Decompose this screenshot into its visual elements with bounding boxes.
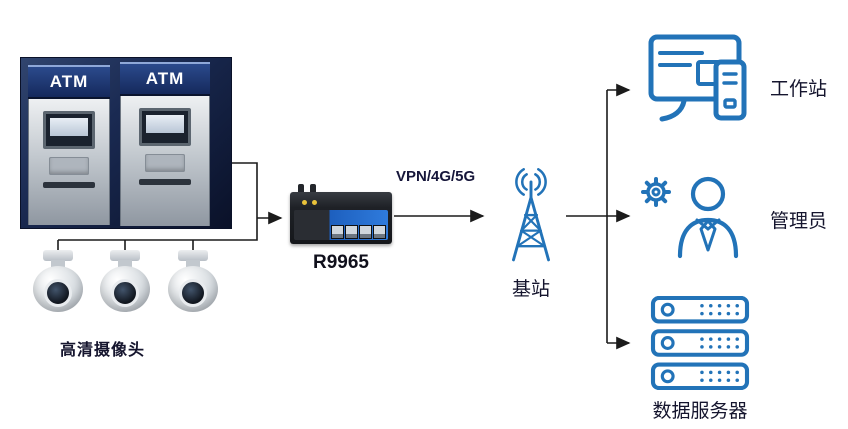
router-antenna xyxy=(310,184,316,196)
atm-body xyxy=(120,96,210,226)
cameras-label: 高清摄像头 xyxy=(60,342,146,359)
base-station-label: 基站 xyxy=(511,279,550,300)
router-label: R9965 xyxy=(313,252,369,273)
atm-sign-label: ATM xyxy=(145,69,185,88)
router-port xyxy=(359,225,372,239)
line-tower-to-branch xyxy=(566,90,608,343)
atm-keypad xyxy=(145,154,185,172)
base-station-icon xyxy=(512,168,550,262)
camera-neck xyxy=(186,260,200,267)
atm-screen-content xyxy=(146,115,184,133)
router-led xyxy=(302,200,307,205)
router-antenna xyxy=(298,184,304,196)
server-vent-dots xyxy=(700,304,739,382)
atm-cash-slot xyxy=(43,182,95,188)
gear-icon xyxy=(641,177,671,207)
camera-lens xyxy=(44,279,72,307)
atm-cash-slot xyxy=(139,179,191,185)
camera-mount xyxy=(43,250,73,261)
atm-machine: ATM xyxy=(120,62,210,226)
atm-machine: ATM xyxy=(28,65,110,225)
router-port xyxy=(331,225,344,239)
atm-keypad xyxy=(49,157,89,175)
admin-label: 管理员 xyxy=(770,211,828,232)
data-server-icon xyxy=(650,296,750,390)
router-led xyxy=(312,200,317,205)
atm-sign: ATM xyxy=(28,65,110,99)
wan-link-label: VPN/4G/5G xyxy=(396,168,476,185)
camera-icon xyxy=(165,250,221,316)
atm-sign: ATM xyxy=(120,62,210,96)
atm-photo: ATM ATM xyxy=(20,57,232,229)
atm-screen xyxy=(139,108,191,146)
admin-icon xyxy=(641,176,739,259)
atm-screen-content xyxy=(50,118,88,136)
camera-mount xyxy=(110,250,140,261)
camera-icon xyxy=(97,250,153,316)
workstation-label: 工作站 xyxy=(770,79,828,100)
camera-lens xyxy=(111,279,139,307)
router-port xyxy=(373,225,386,239)
camera-mount xyxy=(178,250,208,261)
camera-neck xyxy=(118,260,132,267)
atm-sign-label: ATM xyxy=(49,72,89,91)
router-device xyxy=(290,184,392,244)
camera-icon xyxy=(30,250,86,316)
data-server-label: 数据服务器 xyxy=(652,401,748,422)
line-atm-to-junction xyxy=(58,162,258,241)
router-port xyxy=(345,225,358,239)
atm-screen xyxy=(43,111,95,149)
atm-body xyxy=(28,99,110,225)
camera-lens xyxy=(179,279,207,307)
camera-neck xyxy=(51,260,65,267)
workstation-icon xyxy=(648,34,747,122)
